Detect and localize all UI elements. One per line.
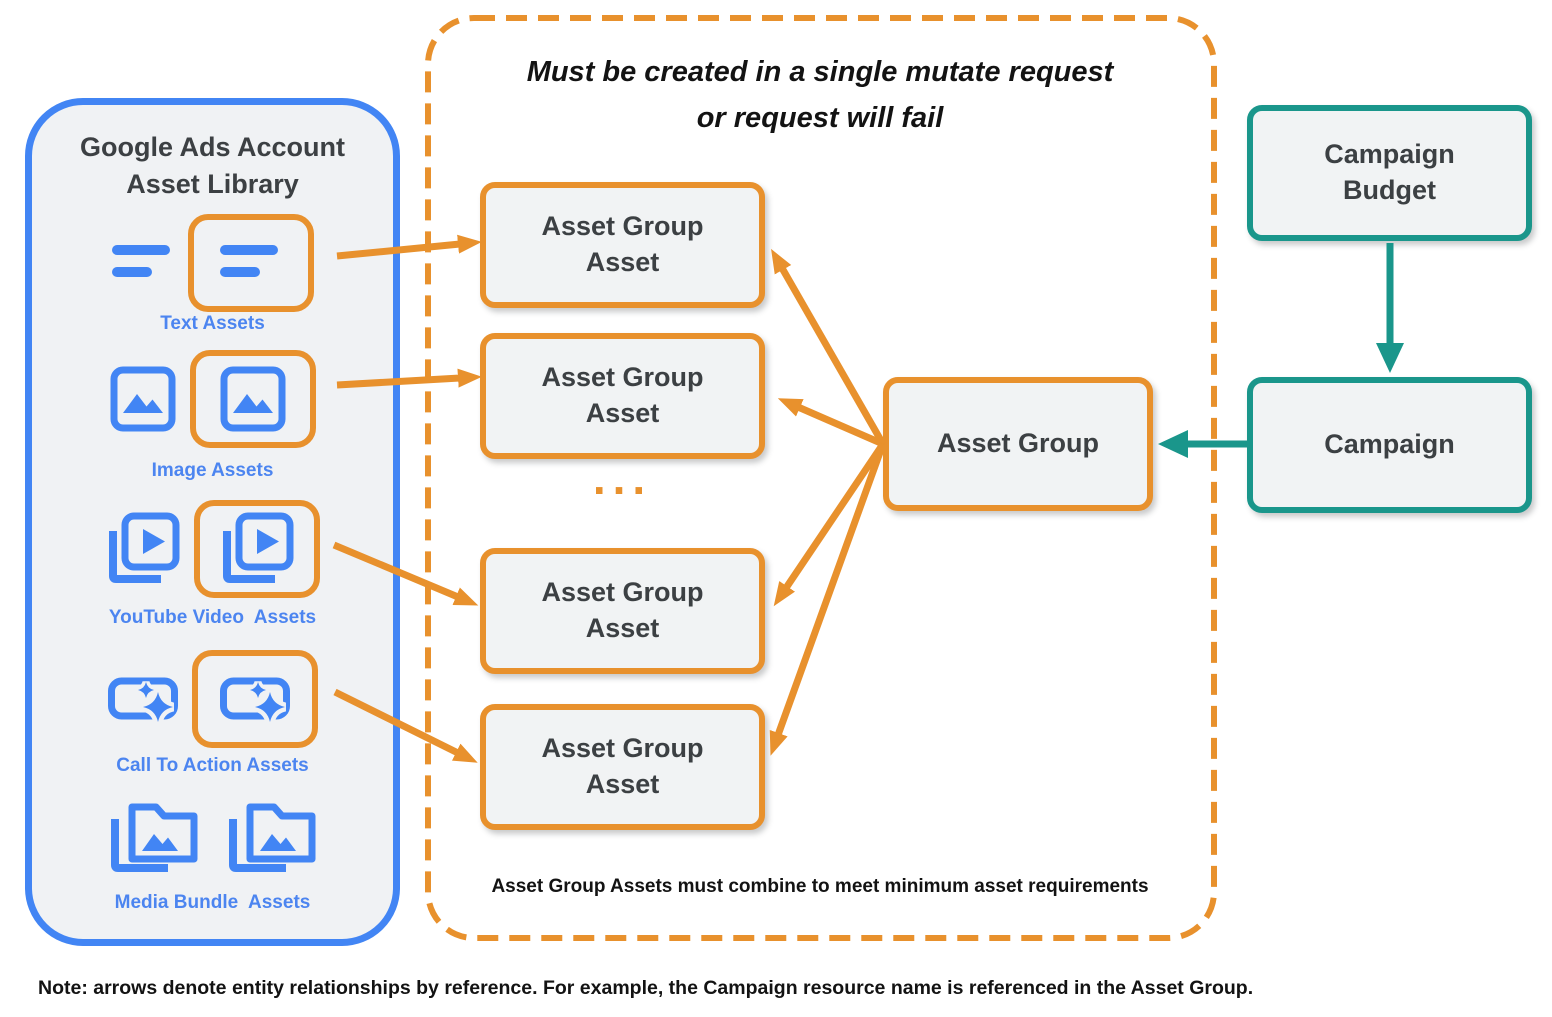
asset-group-asset-label: Asset — [585, 247, 660, 277]
campaign-box: Campaign — [1247, 377, 1532, 513]
asset-row-text-assets — [32, 214, 393, 312]
asset-group-asset-box-1: Asset Group Asset — [480, 182, 765, 308]
image-asset-icon — [220, 366, 286, 432]
asset-group-box: Asset Group — [883, 377, 1153, 511]
selected-youtube-asset-ring — [193, 500, 320, 598]
campaign-budget-label: Budget — [1343, 175, 1436, 205]
campaign-budget-box: Campaign Budget — [1247, 105, 1532, 241]
mutate-panel-title-line1: Must be created in a single mutate reque… — [526, 56, 1114, 88]
arrow-assetgroup-to-box2 — [777, 398, 885, 448]
image-asset-icon — [110, 366, 176, 432]
asset-group-label: Asset Group — [936, 428, 1100, 459]
asset-row-image-assets — [32, 350, 393, 448]
asset-group-asset-label: Asset Group — [541, 733, 704, 764]
asset-group-asset-label: Asset — [585, 398, 660, 428]
media-bundle-asset-icon — [226, 797, 318, 875]
asset-library-title-line1: Google Ads Account — [79, 132, 345, 162]
mutate-panel-footnote: Asset Group Assets must combine to meet … — [491, 876, 1149, 897]
asset-group-asset-label: Asset Group — [541, 577, 704, 608]
media-bundle-asset-icon — [108, 797, 200, 875]
asset-group-asset-label: Asset Group — [541, 211, 704, 242]
asset-label-media-bundle-assets: Media Bundle Assets — [114, 892, 311, 913]
asset-label-cta-assets: Call To Action Assets — [116, 755, 309, 776]
arrow-assetgroup-to-box3 — [773, 442, 886, 607]
mutate-panel-title: Must be created in a single mutate reque… — [425, 50, 1215, 142]
selected-image-asset-ring — [189, 350, 316, 448]
asset-group-asset-box-4: Asset Group Asset — [480, 704, 765, 830]
asset-group-asset-box-2: Asset Group Asset — [480, 333, 765, 459]
asset-library-panel: Google Ads Account Asset Library Text As… — [25, 98, 400, 946]
campaign-label: Campaign — [1324, 429, 1455, 460]
selected-text-asset-ring — [187, 214, 314, 312]
asset-label-image-assets: Image Assets — [151, 460, 274, 481]
asset-group-asset-label: Asset Group — [541, 362, 704, 393]
asset-group-asset-label: Asset — [585, 613, 660, 643]
call-to-action-asset-icon — [219, 676, 290, 722]
ellipsis: ... — [592, 452, 653, 504]
mutate-panel-title-line2: or request will fail — [696, 101, 944, 134]
arrow-assetgroup-to-box1 — [771, 248, 887, 446]
asset-library-title-line2: Asset Library — [126, 169, 299, 200]
asset-row-youtube-assets — [32, 500, 393, 598]
text-asset-icon — [219, 241, 282, 285]
youtube-video-asset-icon — [220, 512, 294, 586]
asset-row-cta-assets — [32, 650, 393, 748]
campaign-budget-label: Campaign — [1324, 139, 1455, 170]
asset-library-title: Google Ads Account Asset Library — [32, 129, 393, 204]
asset-group-asset-label: Asset — [585, 769, 660, 799]
diagram-note: Note: arrows denote entity relationships… — [38, 977, 1254, 999]
youtube-video-asset-icon — [106, 512, 180, 586]
asset-group-asset-box-3: Asset Group Asset — [480, 548, 765, 674]
text-asset-icon — [111, 241, 174, 285]
asset-row-media-bundle-assets — [32, 787, 393, 885]
asset-label-text-assets: Text Assets — [160, 313, 265, 334]
call-to-action-asset-icon — [107, 676, 178, 722]
asset-label-youtube-assets: YouTube Video Assets — [108, 607, 317, 628]
arrow-assetgroup-to-box4 — [769, 442, 887, 756]
selected-cta-asset-ring — [191, 650, 318, 748]
